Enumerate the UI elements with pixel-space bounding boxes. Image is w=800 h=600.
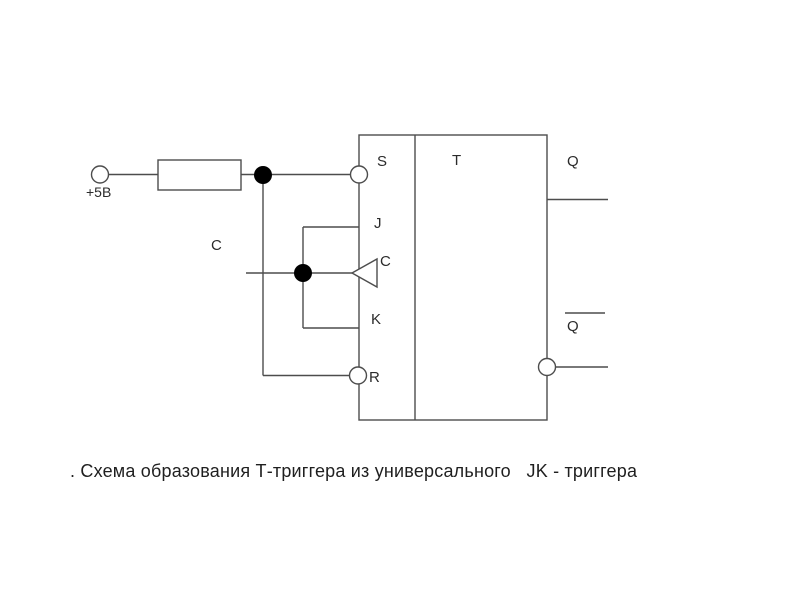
clock-line-label: C	[211, 237, 222, 254]
q-inv-inversion-circle	[537, 357, 557, 377]
s-pin-terminal	[349, 165, 369, 184]
pin-label-k: K	[371, 311, 381, 328]
out-label-q-inv: Q	[567, 318, 579, 335]
clock-edge-triangle-icon	[350, 257, 378, 289]
junction-dot-supply	[254, 166, 272, 184]
out-label-q: Q	[567, 153, 579, 170]
junction-dot-clock	[294, 264, 312, 282]
pin-label-c: C	[380, 253, 391, 270]
pin-label-r: R	[369, 369, 380, 386]
jk-block-outline	[358, 134, 548, 421]
resistor	[157, 159, 242, 191]
supply-voltage-label: +5В	[86, 184, 111, 200]
block-type-label: T	[452, 152, 461, 169]
figure-caption: . Схема образования Т-триггера из универ…	[70, 461, 638, 481]
pin-label-j: J	[374, 215, 382, 232]
pin-label-s: S	[377, 153, 387, 170]
r-pin-terminal	[348, 366, 368, 385]
supply-terminal	[90, 165, 110, 184]
